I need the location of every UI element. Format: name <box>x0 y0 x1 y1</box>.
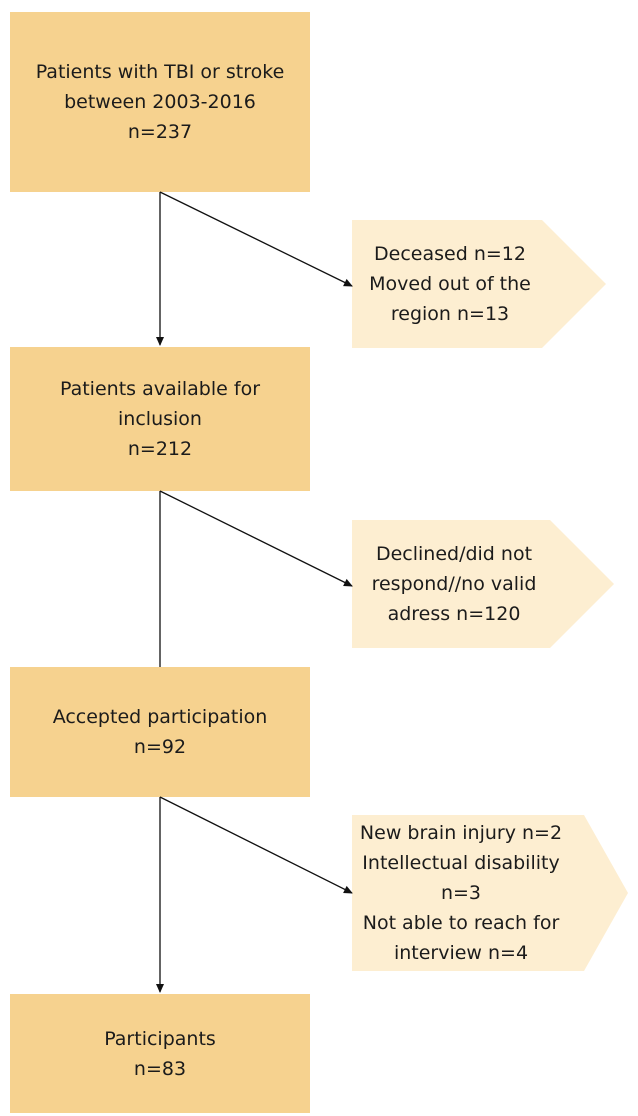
exclusion-line: interview n=4 <box>393 942 529 964</box>
box-line: between 2003-2016 <box>64 91 256 113</box>
box-accepted-participation: Accepted participation n=92 <box>10 667 310 797</box>
box-line: Patients with TBI or stroke <box>35 61 285 83</box>
exclusion-line: Declined/did not <box>375 543 533 565</box>
exclusion-chevron-shape <box>352 220 606 348</box>
box-line: n=83 <box>133 1057 187 1080</box>
exclusion-chevron-shape <box>352 520 614 648</box>
box-patients-available: Patients available for inclusion n=212 <box>10 347 310 491</box>
exclusion-deceased-moved: Deceased n=12 Moved out of the region n=… <box>352 220 606 348</box>
box-participants: Participants n=83 <box>10 994 310 1113</box>
box-line: n=92 <box>133 736 187 758</box>
exclusion-line: n=3 <box>440 882 482 904</box>
box-line: n=212 <box>127 438 193 460</box>
exclusion-line: respond//no valid <box>371 573 537 595</box>
exclusion-line: adress n=120 <box>387 603 521 625</box>
exclusion-line: Deceased n=12 <box>374 243 526 265</box>
exclusion-line: New brain injury n=2 <box>359 822 563 844</box>
exclusion-line: Moved out of the <box>369 273 531 295</box>
box-line: n=237 <box>127 121 193 143</box>
exclusion-line: Not able to reach for <box>362 912 560 934</box>
box-line: Patients available for <box>59 378 261 400</box>
arrow-side-2 <box>159 490 353 587</box>
arrow-side-3 <box>159 796 353 894</box>
box-line: Participants <box>104 1027 216 1050</box>
box-line: inclusion <box>118 408 202 430</box>
arrow-side-1 <box>159 191 353 287</box>
box-patients-tbi-stroke: Patients with TBI or stroke between 2003… <box>10 12 310 192</box>
exclusion-line: region n=13 <box>390 303 510 325</box>
exclusion-new-injury: New brain injury n=2 Intellectual disabi… <box>352 815 628 971</box>
exclusion-line: Intellectual disability <box>362 852 560 874</box>
box-line: Accepted participation <box>52 706 268 728</box>
exclusion-chevron-shape <box>352 815 628 971</box>
exclusion-declined: Declined/did not respond//no valid adres… <box>352 520 614 648</box>
